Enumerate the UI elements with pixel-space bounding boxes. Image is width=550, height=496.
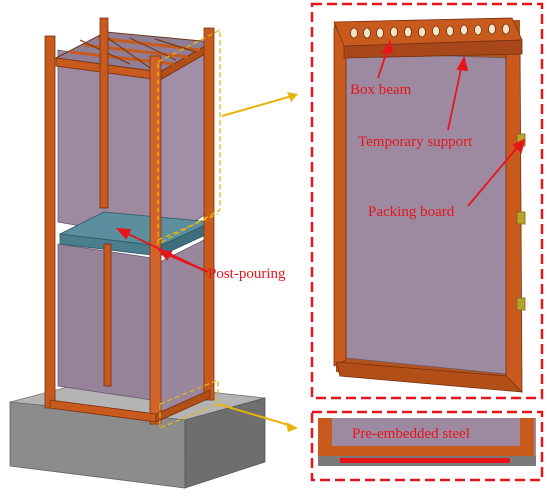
box-beam-label: Box beam bbox=[350, 82, 412, 98]
detail-wall-panel bbox=[333, 17, 524, 393]
packing-boards bbox=[516, 133, 526, 311]
packing-board-label: Packing board bbox=[368, 204, 455, 220]
detail-frame-bottom bbox=[310, 410, 544, 482]
side-wall-panels bbox=[159, 47, 213, 421]
callout-arrows bbox=[217, 92, 298, 432]
pre-embedded-steel-label: Pre-embedded steel bbox=[352, 426, 470, 442]
pre-embedded-steel-detail bbox=[318, 418, 536, 466]
post-pouring-label: Post-pouring bbox=[208, 266, 286, 282]
callout-boxes bbox=[157, 28, 221, 429]
temporary-support-label: Temporary support bbox=[358, 134, 473, 150]
bottom-frame bbox=[49, 389, 211, 423]
box-beam-holes bbox=[350, 23, 510, 39]
detail-frame-top bbox=[310, 2, 544, 400]
steel-columns bbox=[44, 17, 215, 425]
floor-slab bbox=[58, 211, 214, 257]
roof-box-beams bbox=[54, 31, 214, 81]
